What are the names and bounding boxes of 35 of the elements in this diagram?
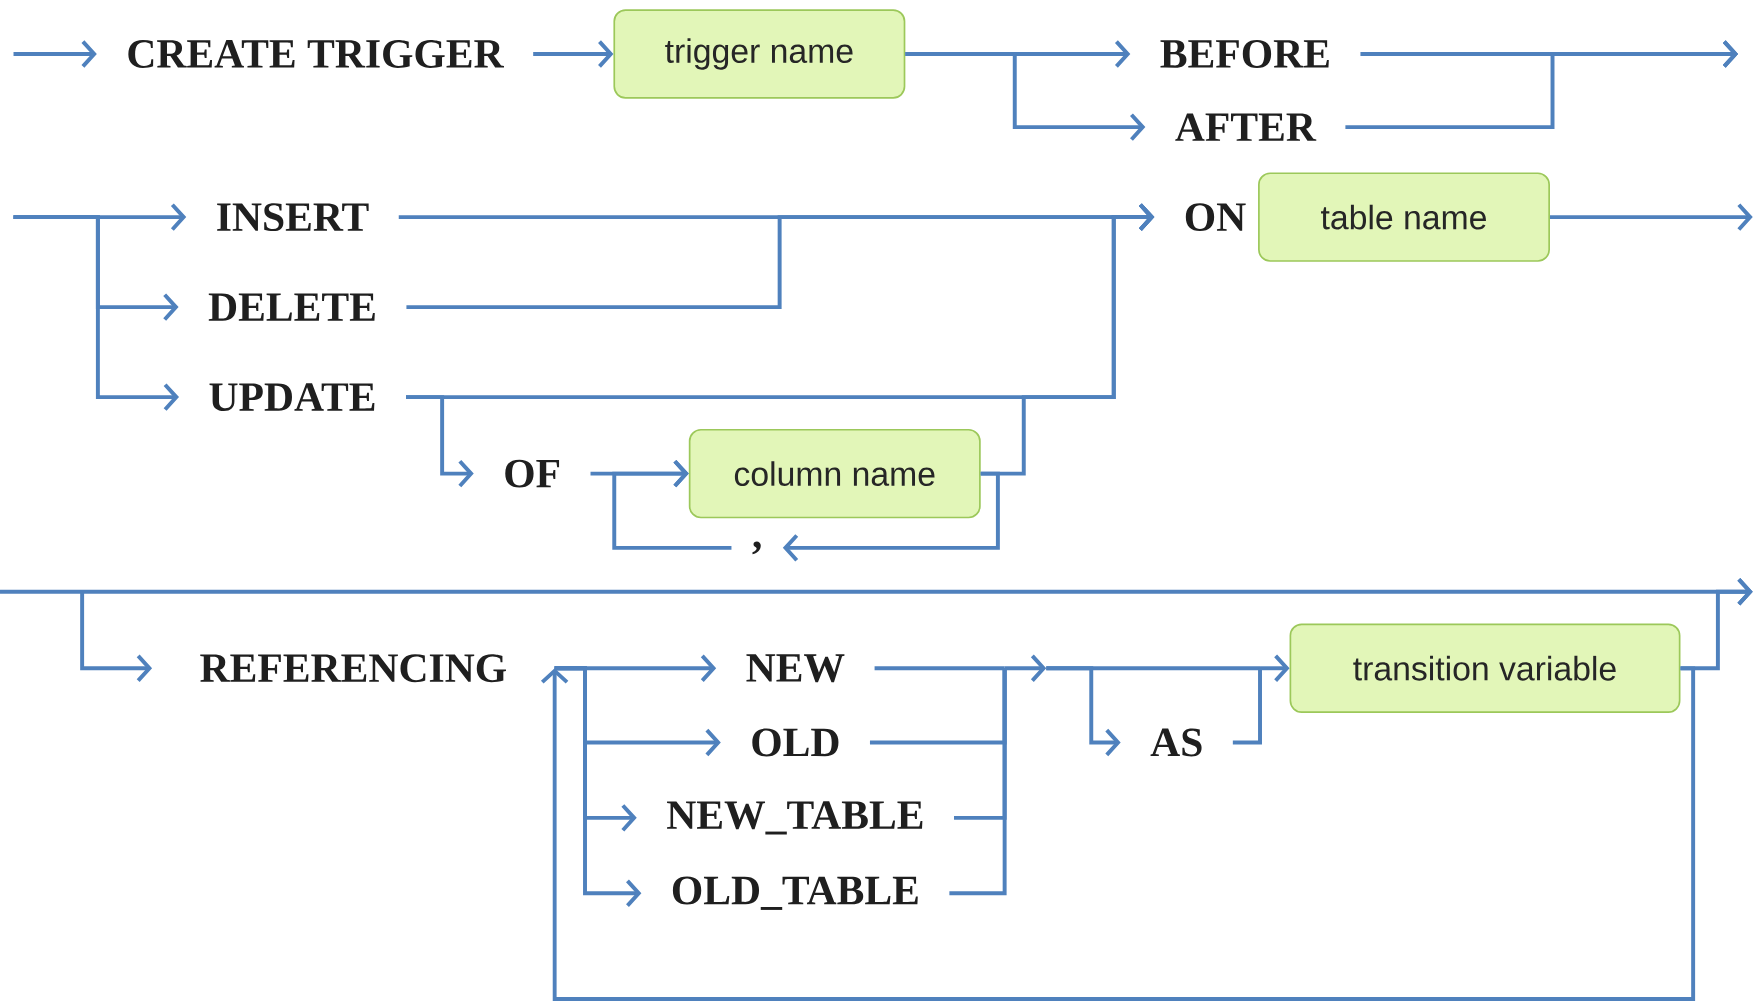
keyword-text: AFTER (1175, 113, 1317, 141)
arrow (612, 459, 732, 550)
keyword-text: OF (505, 459, 560, 488)
arrow (13, 40, 97, 68)
syntax-box: trigger name (613, 9, 906, 99)
connector-line (874, 666, 1005, 671)
keyword-text: NEW_TABLE (667, 801, 923, 835)
arrow (1345, 40, 1739, 129)
keyword-text: REFERENCING (200, 654, 506, 683)
arrow (1550, 203, 1753, 231)
keyword-text: ON (1185, 203, 1246, 231)
keyword-text: AS (1150, 728, 1202, 757)
arrow (782, 471, 1000, 562)
syntax-box: table name (1258, 172, 1550, 262)
arrow (406, 395, 474, 488)
connector-line (949, 668, 1007, 896)
arrow (80, 591, 153, 682)
syntax-box: transition variable (1289, 623, 1681, 713)
keyword-text: BEFORE (1160, 39, 1329, 68)
keyword-text: OLD_TABLE (672, 876, 918, 910)
keyword-text: UPDATE (209, 383, 375, 411)
connector-line (1232, 668, 1262, 745)
comma-text: , (752, 541, 761, 555)
keyword-text: NEW (746, 654, 845, 683)
keyword-text: DELETE (208, 293, 375, 321)
arrow (13, 215, 179, 411)
arrow (554, 666, 642, 907)
arrow (540, 666, 1696, 1001)
arrow (1046, 666, 1121, 757)
arrow (905, 51, 1146, 141)
keyword-text: CREATE TRIGGER (128, 39, 504, 68)
keyword-text: INSERT (217, 203, 369, 231)
arrow (533, 40, 614, 68)
keyword-text: OLD (752, 728, 839, 757)
syntax-box: column name (688, 428, 981, 519)
